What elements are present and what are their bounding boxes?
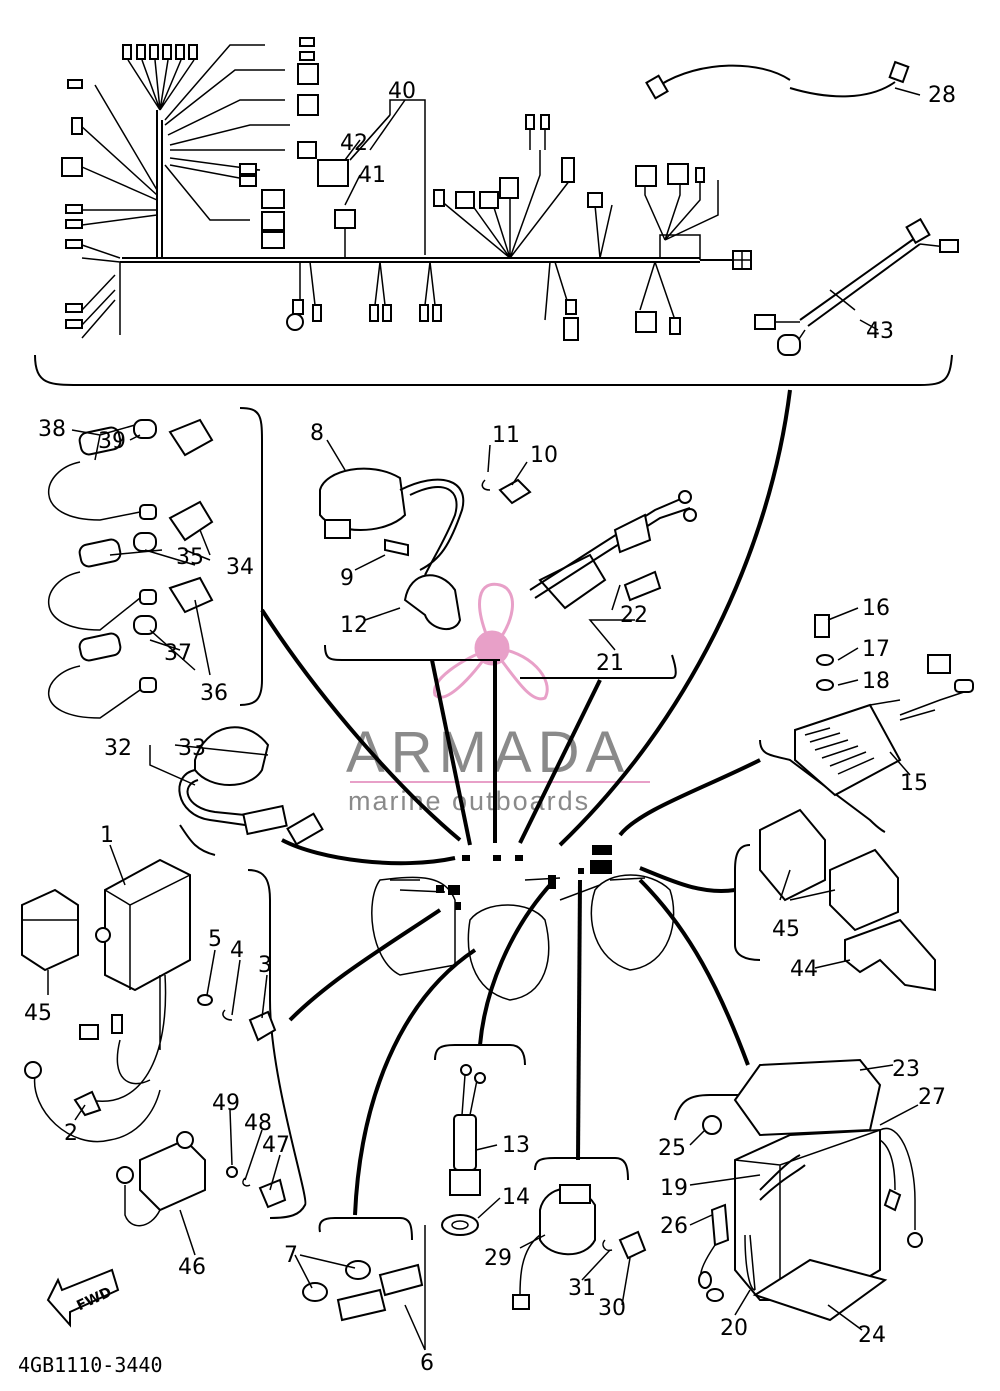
callout-13: 13 — [502, 1133, 530, 1158]
cable-33 — [178, 726, 324, 856]
fwd-arrow-icon: FWD — [46, 1268, 120, 1328]
wire-harness-group — [34, 37, 959, 386]
cdi-unit-group — [21, 858, 307, 1227]
callout-9: 9 — [340, 566, 354, 591]
callout-4: 4 — [230, 938, 244, 963]
callout-29: 29 — [484, 1246, 512, 1271]
engine-outline — [371, 874, 675, 1001]
callout-15: 15 — [900, 771, 928, 796]
callout-21: 21 — [596, 651, 624, 676]
callout-32: 32 — [104, 736, 132, 761]
callout-labels: 28 40 42 41 43 38 39 35 34 37 36 8 11 10… — [24, 79, 956, 1376]
callout-18: 18 — [862, 669, 890, 694]
callout-37: 37 — [164, 641, 192, 666]
callout-23: 23 — [892, 1057, 920, 1082]
callout-49: 49 — [212, 1091, 240, 1116]
callout-20: 20 — [720, 1316, 748, 1341]
watermark: ARMADA marine outboards — [346, 582, 650, 816]
callout-24: 24 — [858, 1323, 886, 1348]
callout-26: 26 — [660, 1214, 688, 1239]
callout-3: 3 — [258, 953, 272, 978]
engine-connector-marks — [436, 845, 612, 910]
diagram-code: 4GB1110-3440 — [18, 1353, 163, 1377]
callout-14: 14 — [502, 1185, 530, 1210]
callout-46: 46 — [178, 1255, 206, 1280]
battery-group — [674, 1058, 923, 1322]
callout-17: 17 — [862, 637, 890, 662]
callout-33: 33 — [178, 736, 206, 761]
callout-7: 7 — [284, 1243, 298, 1268]
callout-1: 1 — [100, 823, 114, 848]
callout-19: 19 — [660, 1176, 688, 1201]
callout-28: 28 — [928, 83, 956, 108]
callout-12: 12 — [340, 613, 368, 638]
sender-13 — [434, 1044, 526, 1236]
callout-40: 40 — [388, 79, 416, 104]
plug-group-6-7 — [302, 1217, 424, 1322]
callout-34: 34 — [226, 555, 254, 580]
leader-lines — [260, 389, 792, 1216]
callout-11: 11 — [492, 423, 520, 448]
callout-2: 2 — [64, 1121, 78, 1146]
sensor-group-34-39 — [47, 407, 263, 719]
callout-31: 31 — [568, 1276, 596, 1301]
callout-43: 43 — [866, 319, 894, 344]
callout-38: 38 — [38, 417, 66, 442]
callout-10: 10 — [530, 443, 558, 468]
callout-45-right: 45 — [772, 917, 800, 942]
callout-leaders — [47, 87, 921, 1351]
callout-45-left: 45 — [24, 1001, 52, 1026]
callout-41: 41 — [358, 163, 386, 188]
callout-39: 39 — [98, 429, 126, 454]
cover-group-right — [734, 808, 936, 992]
callout-5: 5 — [208, 927, 222, 952]
relay-29 — [512, 1157, 647, 1310]
callout-30: 30 — [598, 1296, 626, 1321]
callout-6: 6 — [420, 1351, 434, 1376]
watermark-brand: ARMADA — [346, 720, 630, 785]
ignition-coil-group — [319, 467, 697, 679]
callout-42: 42 — [340, 131, 368, 156]
rectifier-group — [759, 614, 974, 833]
callout-22: 22 — [620, 603, 648, 628]
callout-44: 44 — [790, 957, 818, 982]
callout-27: 27 — [918, 1085, 946, 1110]
callout-8: 8 — [310, 421, 324, 446]
callout-35: 35 — [176, 545, 204, 570]
callout-47: 47 — [262, 1133, 290, 1158]
callout-36: 36 — [200, 681, 228, 706]
callout-16: 16 — [862, 596, 890, 621]
callout-25: 25 — [658, 1136, 686, 1161]
watermark-tagline: marine outboards — [348, 786, 590, 816]
callout-48: 48 — [244, 1111, 272, 1136]
